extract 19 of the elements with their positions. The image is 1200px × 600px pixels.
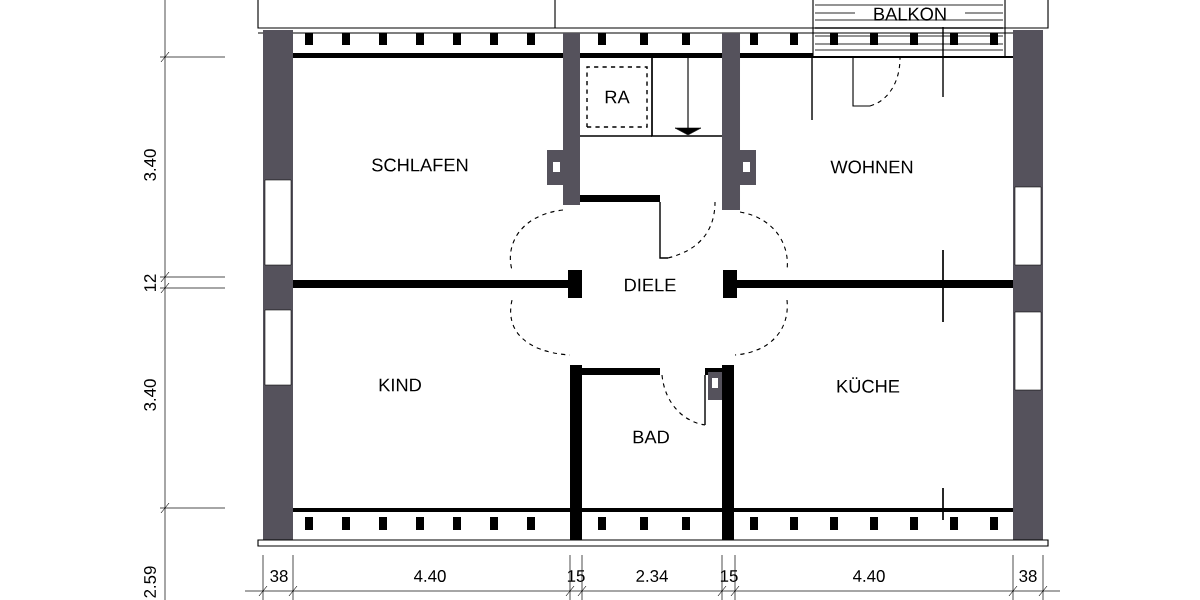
dimension-label: 2.59	[144, 566, 156, 598]
room-label: KÜCHE	[837, 377, 900, 393]
room-label: SCHLAFEN	[372, 158, 468, 172]
dashed-box: RA	[586, 66, 648, 128]
dimension-label: 38	[1019, 570, 1037, 582]
dimension-label: 38	[270, 570, 288, 582]
room-label: DIELE	[625, 278, 676, 292]
dimension-label: 4.40	[853, 570, 885, 582]
dimension-label: 15	[567, 570, 585, 582]
dimension-label: 3.40	[144, 379, 156, 411]
dimension-label: 2.34	[636, 570, 668, 582]
room-label: KIND	[379, 378, 421, 392]
dimension-label: 4.40	[414, 570, 446, 582]
room-label: WOHNEN	[830, 160, 913, 174]
dimension-label: 15	[720, 570, 738, 582]
dimension-label: 3.40	[144, 149, 156, 181]
room-label: BAD	[633, 430, 669, 444]
dimension-label: 12	[144, 274, 156, 292]
room-label: BALKON	[874, 7, 946, 21]
